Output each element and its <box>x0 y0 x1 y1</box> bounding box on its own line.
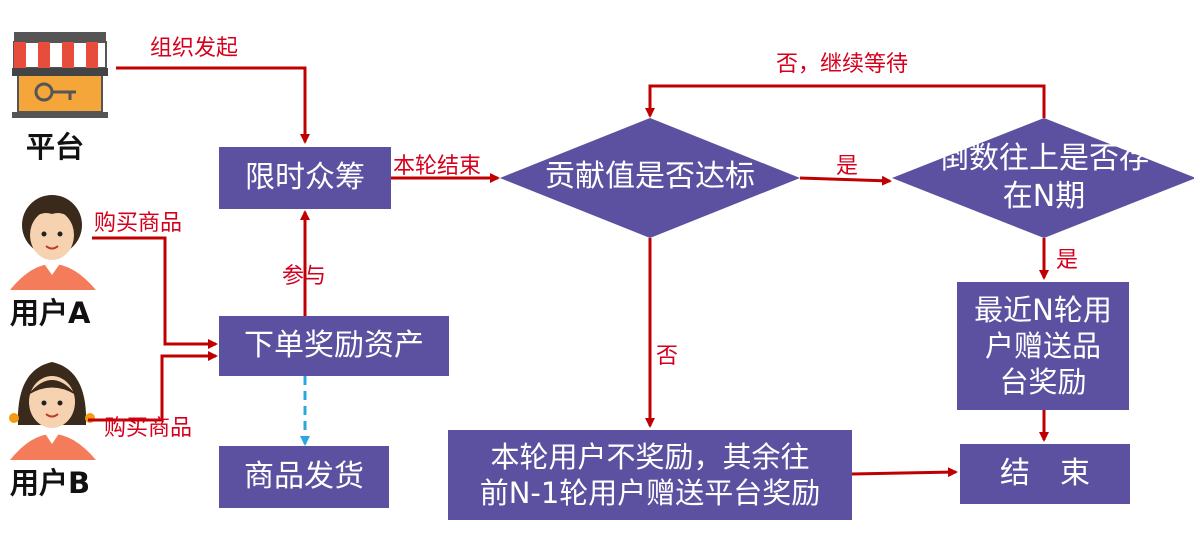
order-reward-box: 下单奖励资产 <box>219 316 449 376</box>
arrow-user-b-to-order <box>88 351 218 422</box>
label-no-wait: 否，继续等待 <box>776 52 909 77</box>
contribution-decision-text: 贡献值是否达标 <box>545 159 755 194</box>
recent-reward-box: 最近N轮用 户赠送品 台奖励 <box>957 282 1129 410</box>
arrow-reverse-no-loop <box>645 84 1046 118</box>
user-male-icon <box>10 195 96 290</box>
label-participate: 参与 <box>282 264 327 289</box>
no-reward-box: 本轮用户不奖励，其余往 前N-1轮用户赠送平台奖励 <box>448 430 852 520</box>
user-b-label: 用户B <box>10 466 91 500</box>
platform-label: 平台 <box>26 130 85 164</box>
reverse-decision-text: 倒数往上是否存 在N期 <box>939 141 1149 214</box>
label-user-a-buy: 购买商品 <box>94 211 183 236</box>
contribution-decision <box>500 118 800 238</box>
label-platform-initiate: 组织发起 <box>150 36 239 61</box>
label-user-b-buy: 购买商品 <box>104 416 193 441</box>
arrow-user-a-to-order <box>92 236 218 349</box>
reverse-decision <box>892 118 1194 238</box>
ship-box: 商品发货 <box>219 446 389 508</box>
crowdfund-box: 限时众筹 <box>219 147 391 209</box>
user-a-label: 用户A <box>10 296 91 330</box>
arrow-noreward-to-end <box>851 467 958 478</box>
user-female-icon <box>9 362 96 460</box>
label-no-1: 否 <box>656 344 679 369</box>
shop-icon <box>12 32 108 118</box>
label-yes-2: 是 <box>1056 248 1079 273</box>
label-round-end: 本轮结束 <box>393 154 482 179</box>
arrow-decision-to-reverse <box>799 175 892 186</box>
end-box: 结 束 <box>960 444 1130 504</box>
arrow-platform-to-crowdfund <box>116 66 310 144</box>
label-yes-1: 是 <box>836 154 859 179</box>
